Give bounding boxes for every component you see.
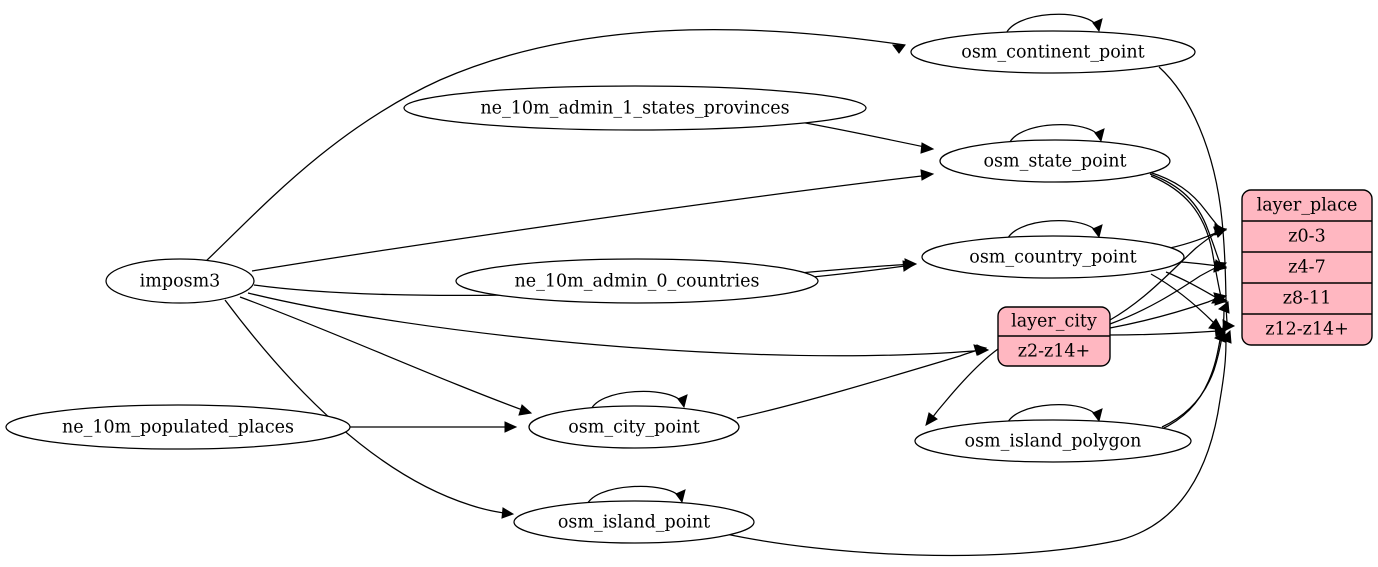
self-loop-osm-continent-point [1004,13,1103,38]
node-osm-state-point[interactable]: osm_state_point [939,139,1171,183]
self-loop-osm-state-point [1007,124,1105,148]
node-label-osm-island-point: osm_island_point [558,513,710,533]
edge-osm-state-point-to-layer-place-z8-11 [1150,175,1229,306]
node-ne-10m-admin-0-countries[interactable]: ne_10m_admin_0_countries [455,258,819,304]
node-label-ne-states: ne_10m_admin_1_states_provinces [480,99,789,119]
node-label-osm-continent-point: osm_continent_point [961,43,1144,63]
node-layer-place[interactable]: layer_place z0-3 z4-7 z8-11 z12-z14+ [1241,189,1373,346]
edge-osm-state-point-to-layer-place-z0-3 [1148,171,1228,236]
node-label-imposm3: imposm3 [140,272,221,292]
edge-imposm3-to-osm-city-point [239,296,533,416]
node-label-osm-state-point: osm_state_point [983,152,1126,172]
self-loop-osm-island-point [585,485,686,509]
record-row-layer-place-z12-z14[interactable]: z12-z14+ [1265,320,1349,340]
edge-ne-populated-to-osm-city-point [350,421,518,433]
record-row-layer-place-z8-11[interactable]: z8-11 [1283,289,1332,309]
node-osm-island-point[interactable]: osm_island_point [513,500,755,544]
node-label-ne-countries: ne_10m_admin_0_countries [515,272,760,292]
node-label-osm-country-point: osm_country_point [969,248,1136,268]
edge-osm-country-point-to-layer-place-z12 [1150,273,1223,331]
edge-layer-city-to-layer-place-z0-3 [1109,227,1228,321]
node-osm-country-point[interactable]: osm_country_point [921,235,1185,279]
edge-osm-island-polygon-to-layer-place-z12 [1159,330,1226,431]
record-row-layer-place-z4-7[interactable]: z4-7 [1288,258,1325,278]
edge-layer-city-to-layer-place-z4-7 [1109,261,1228,325]
self-loop-osm-island-polygon [1005,404,1103,428]
record-row-layer-place-z0-3[interactable]: z0-3 [1288,227,1325,247]
node-label-ne-populated: ne_10m_populated_places [62,418,294,438]
record-node-layer: layer_place z0-3 z4-7 z8-11 z12-z14+ lay… [997,189,1373,367]
edge-imposm3-to-osm-state-point [251,169,935,272]
edge-osm-island-point-to-layer-place-z12 [725,329,1232,557]
edge-layer-city-to-layer-place-z8-11 [1109,292,1228,329]
edge-osm-city-point-to-layer-city [736,344,988,419]
node-osm-island-polygon[interactable]: osm_island_polygon [914,419,1192,463]
record-title-layer-place: layer_place [1257,196,1358,216]
node-layer: imposm3 ne_10m_admin_1_states_provinces … [5,30,1196,544]
record-title-layer-city: layer_city [1011,312,1097,332]
edge-imposm3-to-osm-island-point [224,299,515,519]
edge-imposm3-to-osm-continent-point [204,28,906,263]
node-label-osm-island-polygon: osm_island_polygon [965,432,1142,452]
node-label-osm-city-point: osm_city_point [568,418,700,438]
record-row-layer-city-z2-z14[interactable]: z2-z14+ [1018,342,1090,362]
edge-ne-countries-to-osm-country-point [799,258,918,274]
edge-layer [204,13,1236,557]
node-layer-city[interactable]: layer_city z2-z14+ [997,306,1111,367]
node-ne-10m-populated-places[interactable]: ne_10m_populated_places [5,404,351,450]
edge-osm-island-polygon-to-layer-place-z8-11 [1161,301,1230,428]
node-ne-10m-admin-1-states-provinces[interactable]: ne_10m_admin_1_states_provinces [403,85,867,131]
self-loop-osm-city-point [589,390,688,414]
node-osm-continent-point[interactable]: osm_continent_point [910,30,1196,74]
edge-ne-states-to-osm-state-point [799,121,935,154]
node-osm-city-point[interactable]: osm_city_point [528,405,740,449]
edge-layer-city-to-layer-place-z12 [1109,325,1228,337]
edge-layer-city-to-osm-island-polygon [925,348,999,426]
node-imposm3[interactable]: imposm3 [105,258,255,304]
self-loop-osm-country-point [1005,220,1103,244]
